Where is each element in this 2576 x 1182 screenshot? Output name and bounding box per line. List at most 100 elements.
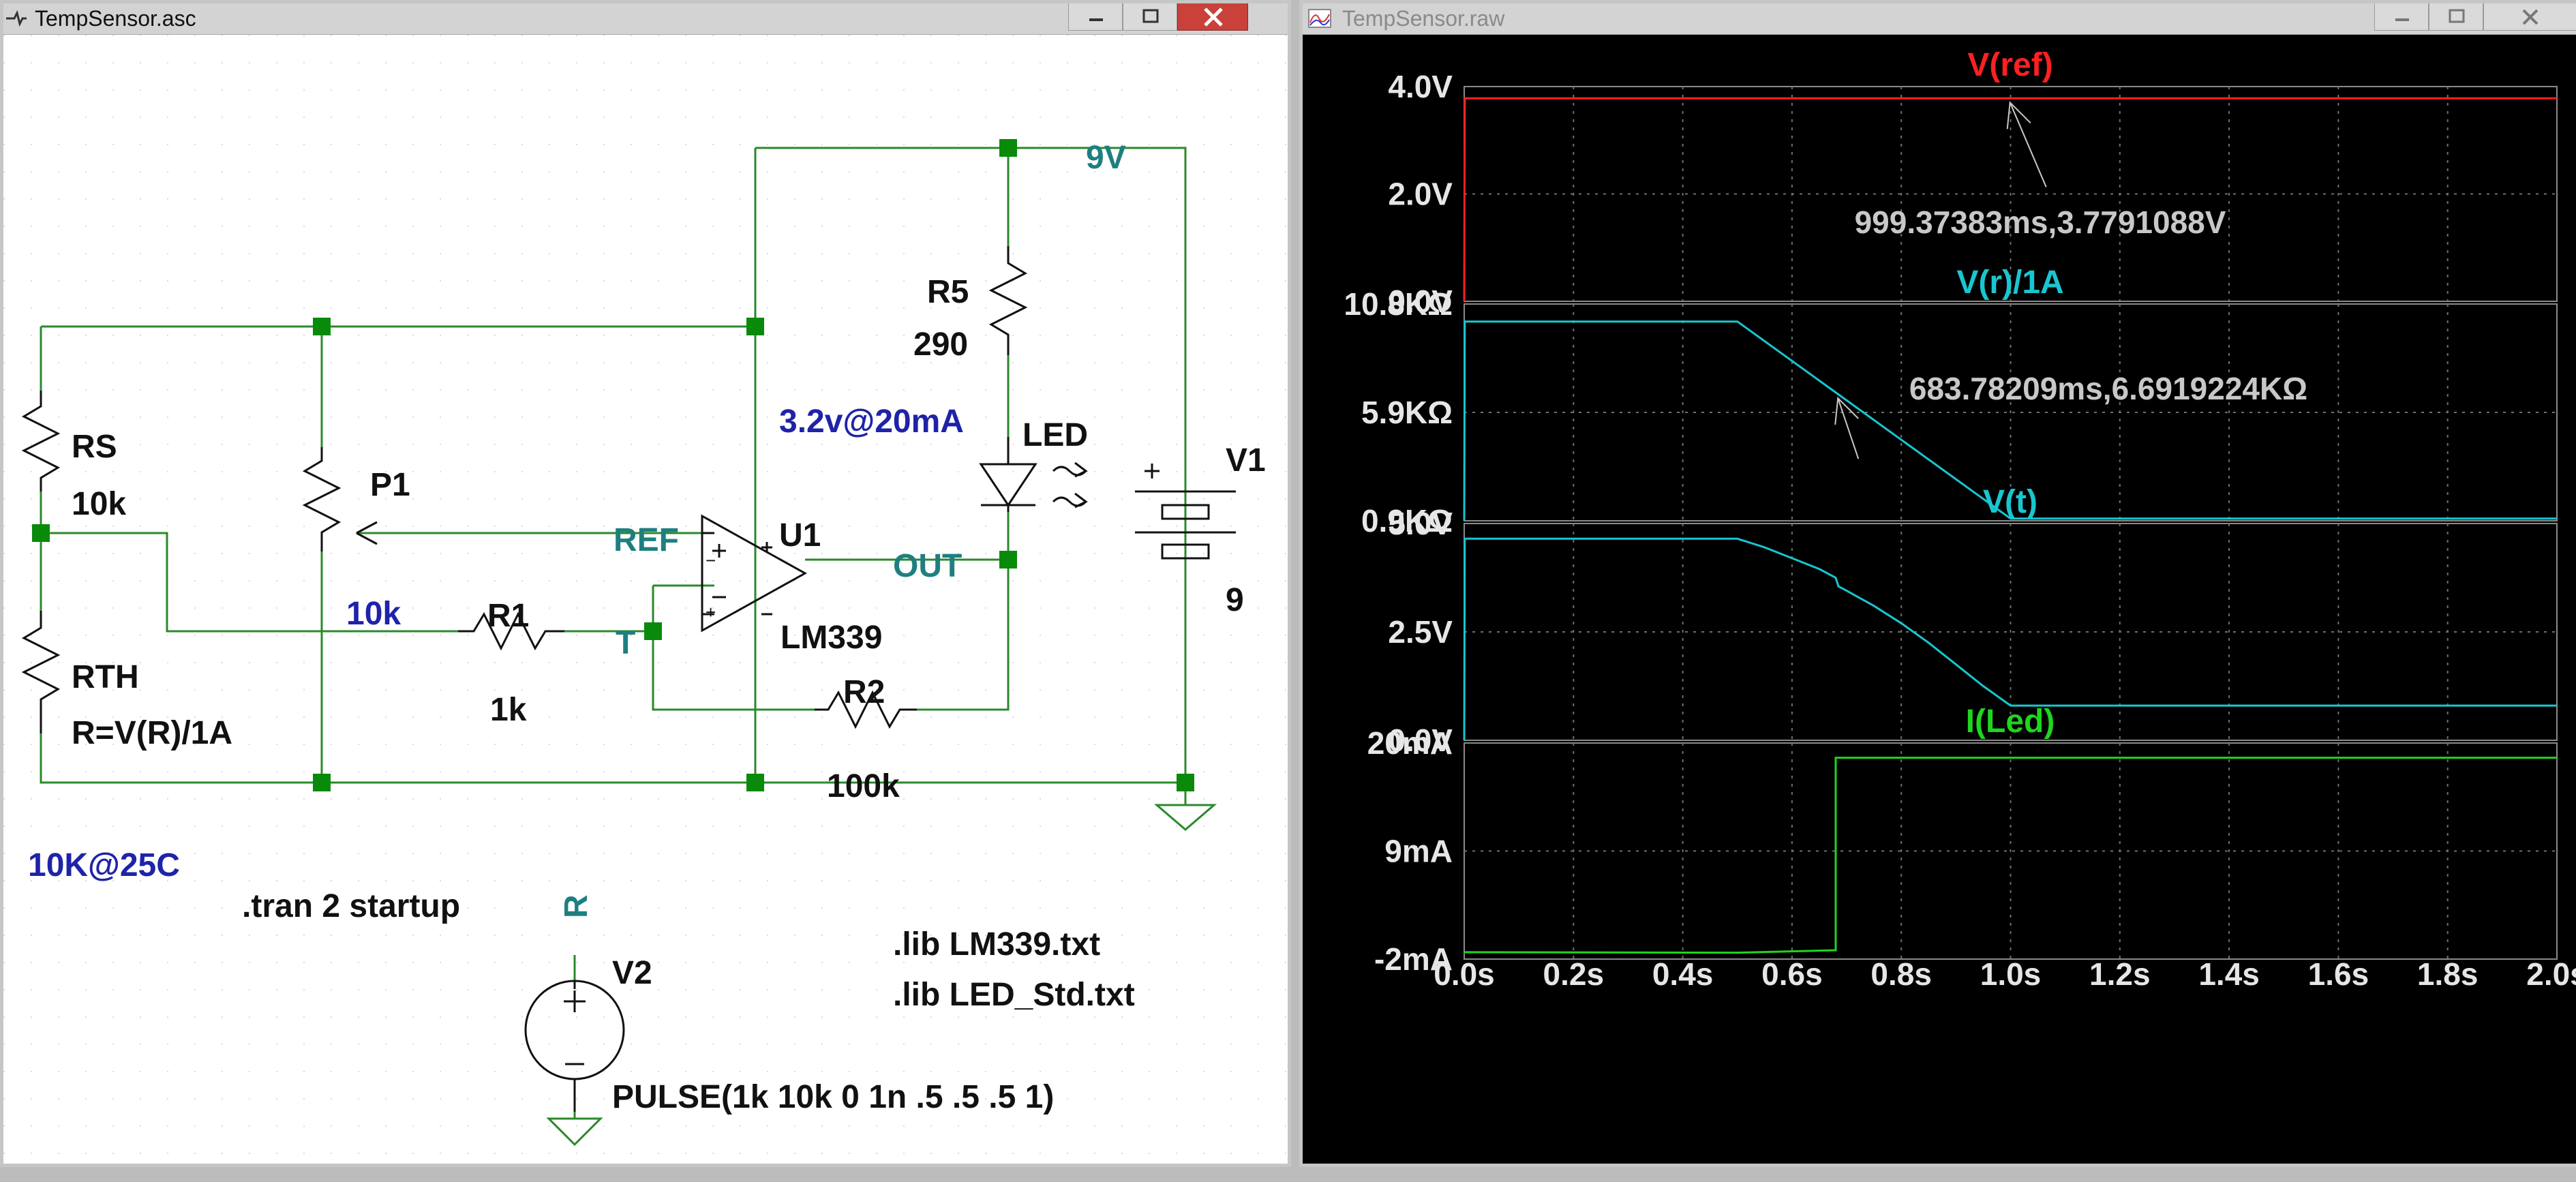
trace-title[interactable]: V(ref) bbox=[1967, 47, 2052, 83]
trace-line[interactable] bbox=[1463, 97, 2557, 302]
rth-name: RTH bbox=[72, 659, 139, 695]
schematic-canvas[interactable]: − + bbox=[3, 35, 1288, 1167]
battery-v1[interactable] bbox=[1135, 464, 1236, 560]
close-icon bbox=[1204, 7, 1223, 27]
trace-title[interactable]: V(r)/1A bbox=[1956, 264, 2063, 301]
v2-value: PULSE(1k 10k 0 1n .5 .5 .5 1) bbox=[612, 1079, 1054, 1115]
led-current-note: 3.2v@20mA bbox=[779, 404, 964, 440]
u1-vcc-plus bbox=[761, 542, 772, 553]
trace-line[interactable] bbox=[1464, 757, 2557, 954]
r2-name: R2 bbox=[843, 674, 885, 710]
waveform-close-button[interactable] bbox=[2483, 3, 2576, 31]
waveform-pane-4[interactable]: 20mA 9mA -2mA I(Led) bbox=[1367, 703, 2558, 977]
y-tick-label: 20mA bbox=[1367, 725, 1453, 761]
led-symbol[interactable] bbox=[979, 437, 1088, 512]
battery-plus-sign bbox=[1145, 464, 1160, 479]
comparator-u1[interactable] bbox=[701, 514, 808, 633]
resistor-r2[interactable] bbox=[815, 690, 917, 729]
r2-value: 100k bbox=[827, 768, 900, 804]
y-tick-label: 2.5V bbox=[1388, 614, 1453, 650]
voltage-source-v2[interactable] bbox=[524, 980, 625, 1112]
waveform-window: TempSensor.raw 4.0V 2.0V 0.0V V(ref) 999.373… bbox=[1299, 0, 2576, 1167]
schematic-close-button[interactable] bbox=[1177, 3, 1248, 31]
schematic-maximize-button[interactable] bbox=[1123, 3, 1177, 31]
net-label-ref: REF bbox=[613, 522, 679, 558]
tran-directive[interactable]: .tran 2 startup bbox=[242, 888, 460, 924]
net-label-out: OUT bbox=[893, 548, 962, 584]
desktop-strip bbox=[0, 1167, 2576, 1182]
y-tick-label: 0.0V bbox=[1388, 723, 1453, 758]
x-tick-label: 1.8s bbox=[2417, 956, 2479, 992]
waveform-pane-3[interactable]: 5.0V2.5V0.0VV(t) bbox=[1388, 484, 2558, 758]
schematic-drawing: − + bbox=[3, 35, 1288, 1167]
waveform-minimize-button[interactable] bbox=[2374, 3, 2429, 31]
junctions bbox=[32, 139, 1194, 791]
trace-title[interactable]: I(Led) bbox=[1966, 703, 2055, 740]
x-tick-label: 0.0s bbox=[1434, 956, 1495, 992]
p1-name: P1 bbox=[370, 467, 410, 503]
u1-model: LM339 bbox=[781, 620, 882, 656]
maximize-icon bbox=[1142, 9, 1159, 23]
wire-ground-rail bbox=[40, 733, 1185, 784]
y-tick-label: 10.8KΩ bbox=[1344, 286, 1453, 322]
waveform-pane-1[interactable]: 4.0V 2.0V 0.0V V(ref) 999.37383ms,3.7791088V bbox=[1388, 47, 2558, 319]
v2-plus-sign bbox=[564, 990, 586, 1012]
x-tick-label: 0.4s bbox=[1652, 956, 1714, 992]
resistor-r5[interactable] bbox=[988, 246, 1028, 355]
trace-line[interactable] bbox=[1463, 537, 2557, 741]
trace-title[interactable]: V(t) bbox=[1983, 484, 2037, 520]
x-tick-label: 1.0s bbox=[1980, 956, 2042, 992]
schematic-minimize-button[interactable] bbox=[1068, 3, 1123, 31]
potentiometer-p1[interactable] bbox=[302, 447, 342, 551]
v1-value: 9 bbox=[1226, 582, 1244, 618]
wire-r2-out bbox=[917, 560, 1010, 711]
schematic-window: TempSensor.asc bbox=[0, 0, 1291, 1167]
resistor-rs[interactable] bbox=[21, 391, 61, 491]
x-tick-label: 0.8s bbox=[1870, 956, 1932, 992]
ground-symbol-v2 bbox=[546, 1117, 603, 1147]
r5-name: R5 bbox=[927, 274, 969, 310]
y-tick-label: 5.9KΩ bbox=[1361, 395, 1453, 430]
p1-value: 10k bbox=[346, 596, 401, 632]
thermistor-note: 10K@25C bbox=[28, 847, 180, 883]
rs-value: 10k bbox=[72, 486, 126, 522]
x-tick-label: 1.4s bbox=[2198, 956, 2260, 992]
close-icon bbox=[2522, 9, 2539, 25]
waveform-pane-2[interactable]: 10.8KΩ5.9KΩ0.9KΩV(r)/1A683.78209ms,6.691… bbox=[1344, 264, 2558, 539]
r1-name: R1 bbox=[487, 598, 529, 634]
y-tick-label: 0.0V bbox=[1388, 284, 1453, 319]
rth-value: R=V(R)/1A bbox=[72, 715, 232, 751]
net-label-9v: 9V bbox=[1086, 140, 1126, 176]
y-tick-label: 2.0V bbox=[1388, 177, 1453, 212]
resistor-r1[interactable] bbox=[458, 611, 564, 651]
waveform-title: TempSensor.raw bbox=[1342, 6, 1505, 31]
resistor-rth[interactable] bbox=[21, 611, 61, 733]
led-name: LED bbox=[1022, 417, 1088, 453]
waveform-maximize-button[interactable] bbox=[2429, 3, 2483, 31]
trace-line[interactable] bbox=[1463, 320, 2557, 521]
y-tick-label: 9mA bbox=[1384, 834, 1453, 869]
r5-value: 290 bbox=[913, 327, 968, 363]
minimize-icon bbox=[2395, 18, 2409, 21]
u1-name: U1 bbox=[779, 517, 821, 554]
x-tick-label: 0.6s bbox=[1761, 956, 1823, 992]
y-tick-label: -2mA bbox=[1374, 941, 1453, 977]
waveform-canvas[interactable]: 4.0V 2.0V 0.0V V(ref) 999.37383ms,3.7791088V… bbox=[1303, 35, 2576, 1164]
schematic-titlebar[interactable]: TempSensor.asc bbox=[3, 3, 1288, 35]
y-tick-label: 4.0V bbox=[1388, 69, 1453, 104]
x-tick-label: 1.2s bbox=[2089, 956, 2151, 992]
waveform-titlebar[interactable]: TempSensor.raw bbox=[1303, 3, 2576, 35]
p1-wiper-arrow bbox=[356, 521, 378, 545]
u1-minus-input: − bbox=[706, 550, 716, 571]
lib-directive-led[interactable]: .lib LED_Std.txt bbox=[893, 977, 1135, 1013]
u1-plus-input: + bbox=[706, 602, 716, 622]
lib-directive-lm339[interactable]: .lib LM339.txt bbox=[893, 926, 1100, 963]
rs-name: RS bbox=[72, 429, 117, 465]
x-tick-label: 1.6s bbox=[2308, 956, 2369, 992]
waveform-plot-area[interactable]: 4.0V 2.0V 0.0V V(ref) 999.37383ms,3.7791088V… bbox=[1303, 35, 2576, 1167]
cursor-readout: 999.37383ms,3.7791088V bbox=[1855, 204, 2226, 240]
led-emission-arrow-2 bbox=[1052, 492, 1088, 509]
y-tick-label: 0.9KΩ bbox=[1361, 503, 1453, 539]
led-emission-arrow-1 bbox=[1052, 461, 1088, 478]
x-tick-label: 0.2s bbox=[1543, 956, 1605, 992]
